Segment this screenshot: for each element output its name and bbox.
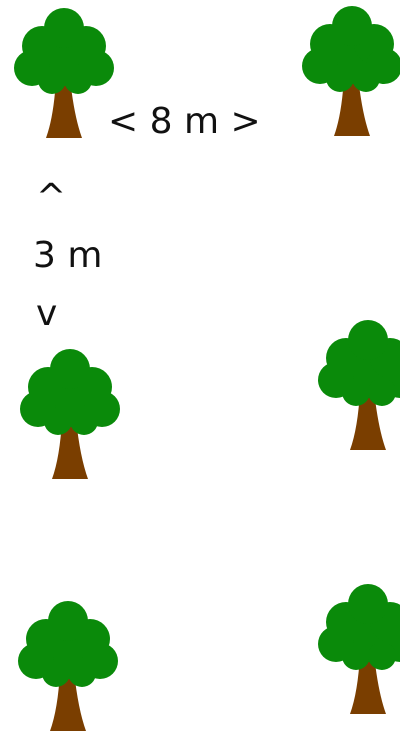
down-arrow-label: v: [36, 293, 58, 334]
tree-middle-left: [18, 347, 122, 487]
tree-icon: [20, 349, 120, 479]
horizontal-spacing-label: < 8 m >: [108, 101, 261, 142]
tree-icon: [318, 320, 400, 450]
up-arrow-label: ^: [36, 177, 67, 218]
tree-icon: [18, 601, 118, 731]
tree-top-right: [300, 4, 400, 144]
vertical-spacing-label: 3 m: [33, 235, 103, 276]
tree-top-left: [12, 6, 116, 146]
tree-icon: [14, 8, 114, 138]
tree-icon: [302, 6, 400, 136]
tree-middle-right: [316, 318, 400, 458]
tree-icon: [318, 584, 400, 714]
tree-bottom-left: [16, 599, 120, 739]
tree-bottom-right: [316, 582, 400, 722]
